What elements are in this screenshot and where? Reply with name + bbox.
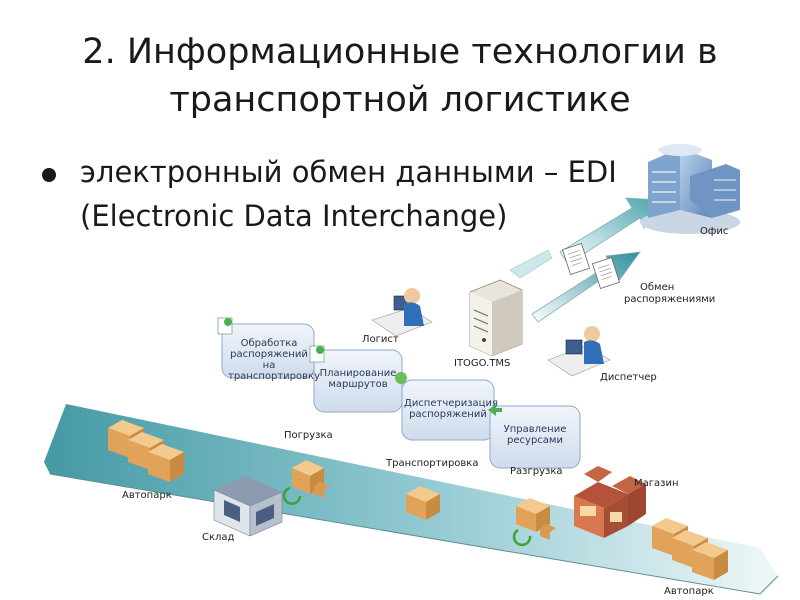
bullet: электронный обмен данными – EDI (Electro… [80,150,780,238]
process-flow [217,317,581,469]
dispatcher-label: Диспетчер [600,372,657,383]
slide-title: 2. Информационные технологии в транспорт… [0,28,800,124]
truck-loading-icon [282,460,330,505]
process-step-2: Планирование маршрутов [319,368,397,390]
transport-label: Транспортировка [386,458,479,469]
shop-icon [574,466,646,538]
office-label: Офис [700,226,729,237]
exchange-label-line-2: распоряжениями [624,294,716,305]
logist-label: Логист [362,334,399,345]
process-step-1: Обработка распоряжений на транспортировк… [228,338,320,382]
logist-person-icon [371,288,433,337]
unloading-label: Разгрузка [510,466,563,477]
bullet-line-2: (Electronic Data Interchange) [80,199,508,233]
depot-end-label: Автопарк [664,586,714,597]
document-icon [561,243,621,289]
process-step-3: Диспетчеризация распоряжений [404,398,498,420]
dispatcher-person-icon [547,326,611,377]
cargo-boxes-icon [108,420,184,482]
shop-label: Магазин [634,478,679,489]
title-line-1: 2. Информационные технологии в [82,32,718,72]
server-icon [469,279,523,357]
office-building-icon [640,144,740,234]
bullet-line-1: электронный обмен данными – EDI [80,155,617,189]
process-step-4: Управление ресурсами [503,424,567,446]
cargo-boxes-end-icon [652,518,728,580]
depot-start-label: Автопарк [122,490,172,501]
title-line-2: транспортной логистике [169,80,631,120]
warehouse-icon [213,476,283,537]
bullet-dot [42,168,56,182]
loading-label: Погрузка [284,430,333,441]
exchange-label-line-1: Обмен [640,282,675,293]
truck-in-transit-icon [406,486,440,520]
warehouse-label: Склад [202,532,235,543]
server-label: ITOGO.TMS [454,358,511,369]
truck-unloading-icon [512,498,556,547]
